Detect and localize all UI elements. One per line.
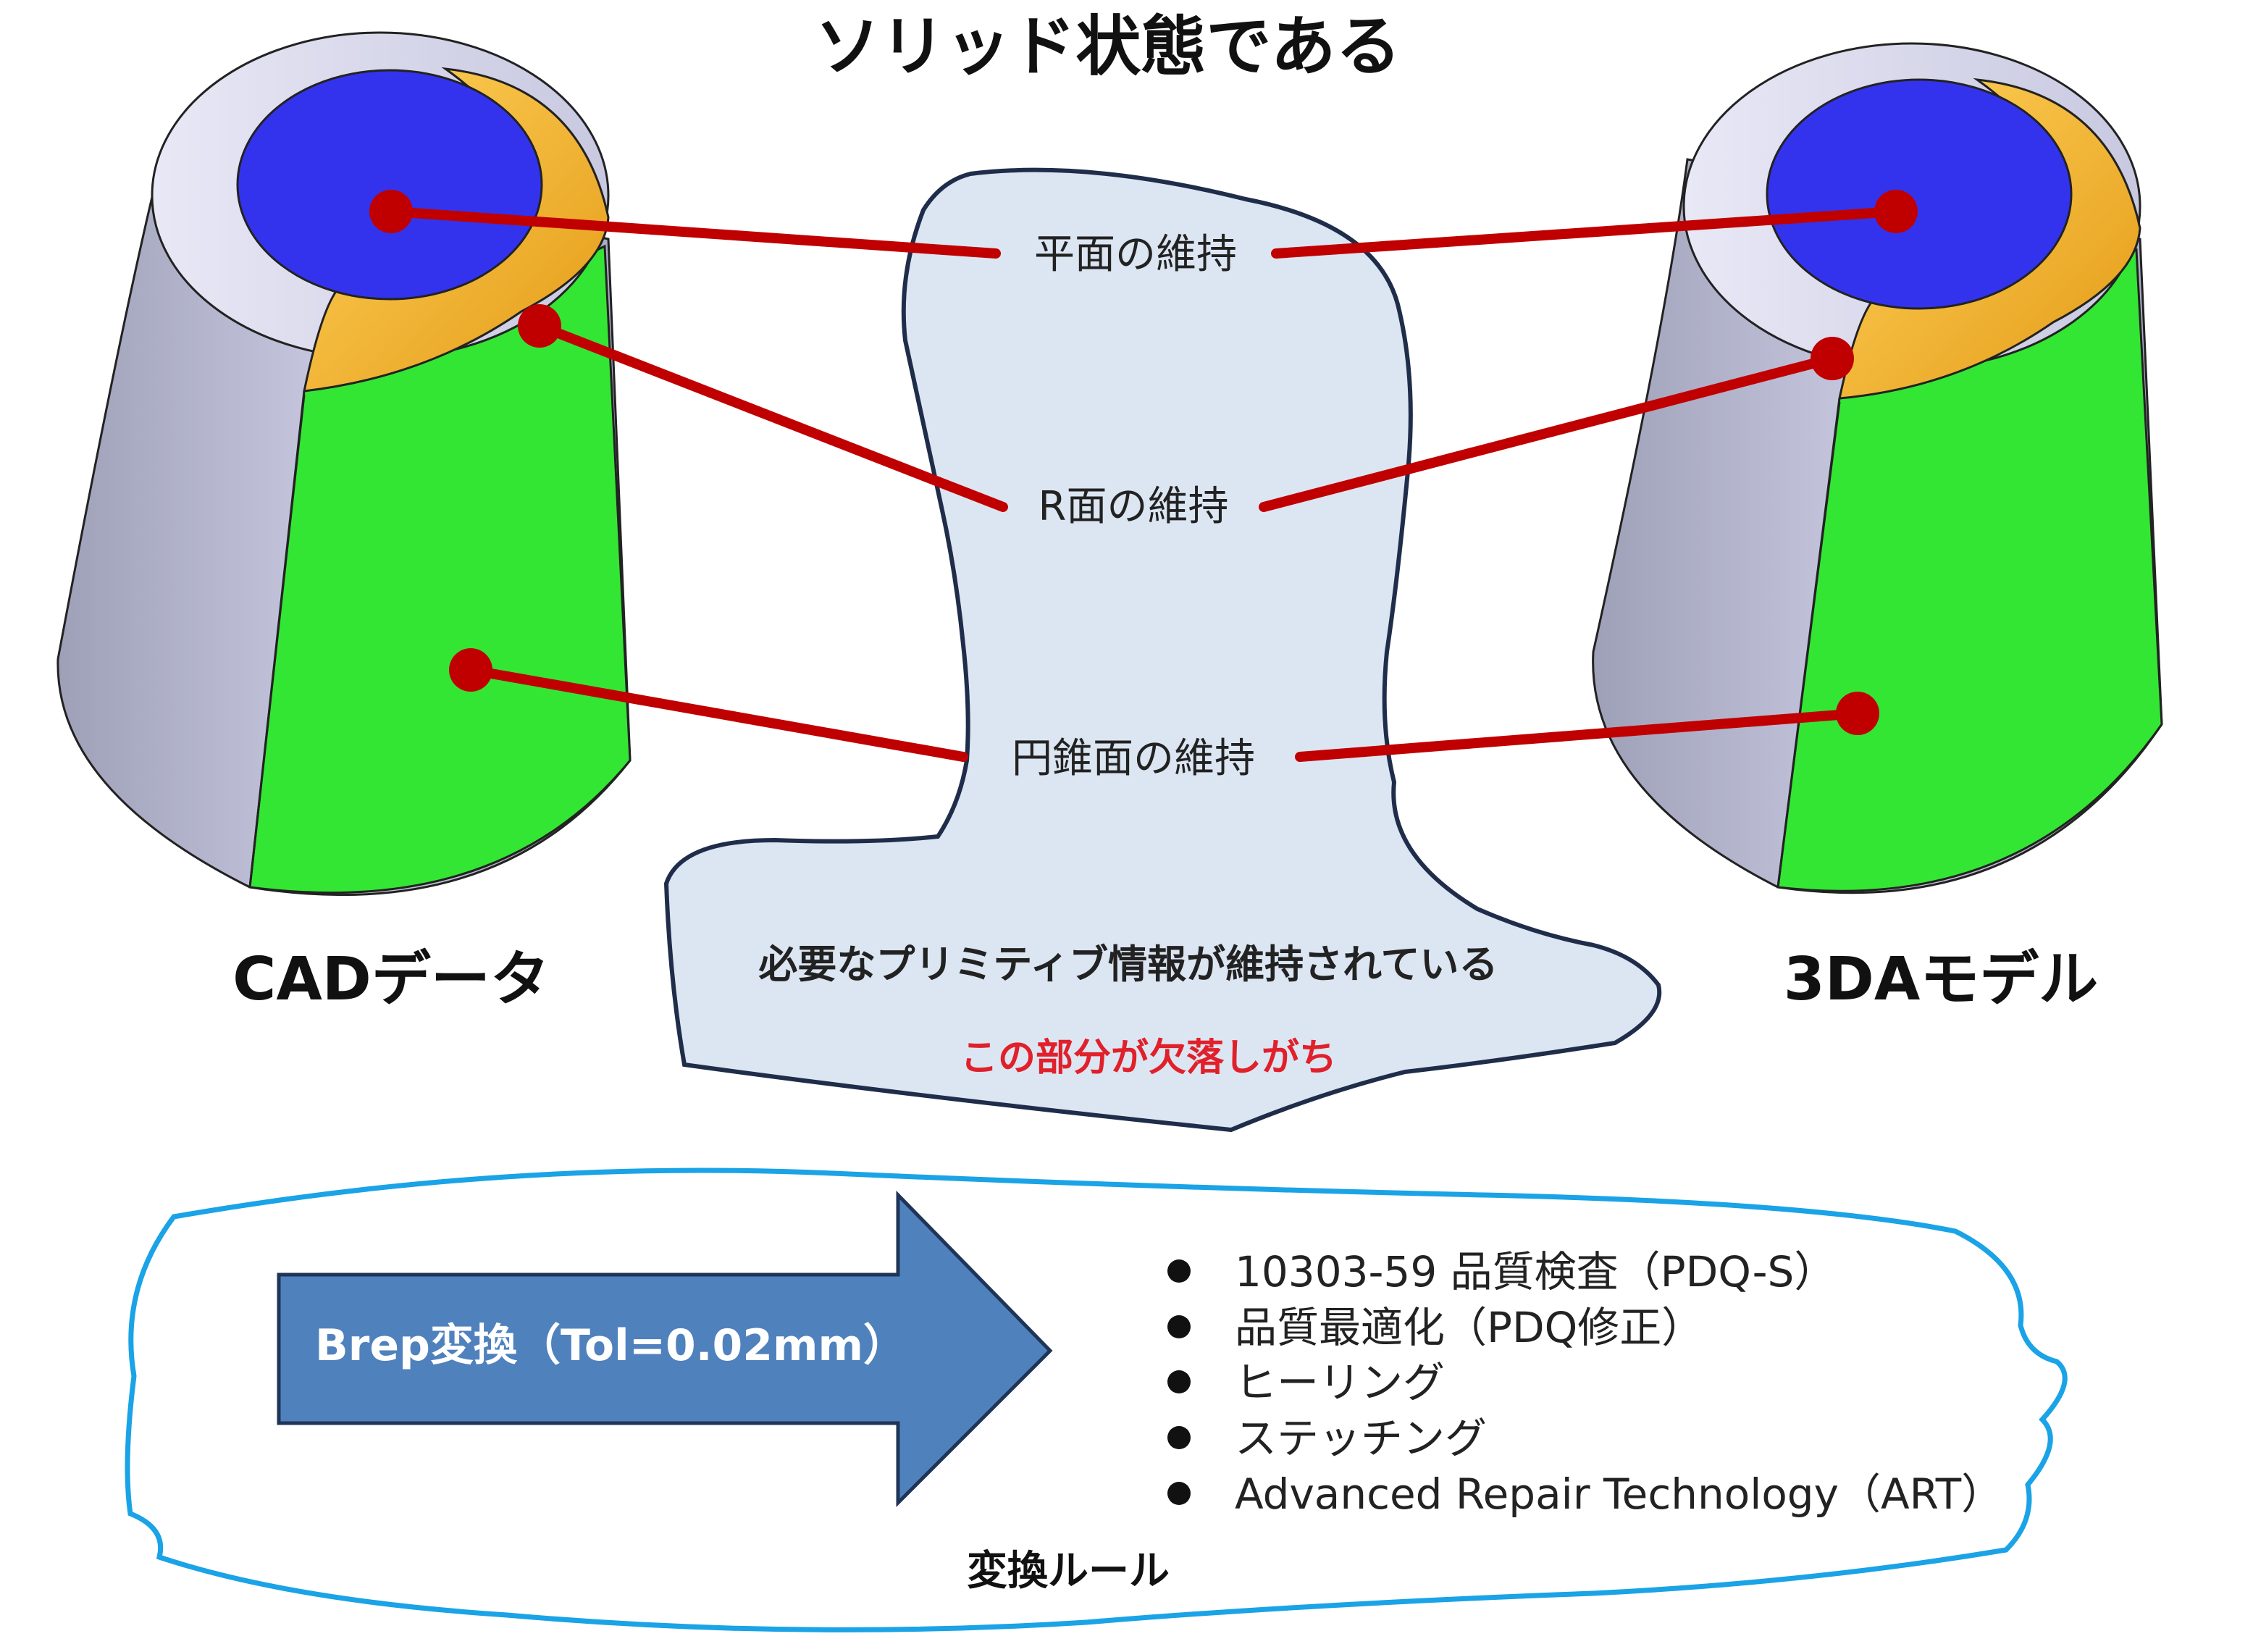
conversion-rule-caption: 変換ルール — [967, 1548, 1170, 1595]
cad-data-label: CADデータ — [232, 945, 550, 1014]
bullet-icon — [1167, 1370, 1191, 1393]
label-plane-preserve: 平面の維持 — [1034, 231, 1237, 278]
label-fillet-preserve: R面の維持 — [1039, 483, 1229, 530]
rule-item: ステッチング — [1235, 1414, 1487, 1463]
list-item: ステッチング — [1167, 1414, 1487, 1463]
bullet-icon — [1167, 1426, 1191, 1449]
rule-item: ヒーリング — [1235, 1358, 1445, 1407]
point-3da-cone — [1836, 692, 1879, 735]
3da-cone-face — [1776, 248, 2163, 892]
cad-model — [56, 31, 632, 897]
bullet-icon — [1167, 1315, 1191, 1338]
connector-plane-left — [386, 206, 1001, 259]
list-item: 品質最適化（PDQ修正） — [1167, 1303, 1703, 1352]
point-cad-fillet — [518, 304, 561, 348]
rules-list: 10303-59 品質検査（PDQ-S） 品質最適化（PDQ修正） ヒーリング … — [1167, 1247, 2003, 1519]
primitive-info-callout — [663, 167, 1662, 1133]
connector-cone-left — [466, 665, 968, 762]
list-item: ヒーリング — [1167, 1358, 1445, 1407]
cad-edge — [248, 394, 306, 888]
3da-model-label: 3DAモデル — [1784, 945, 2099, 1014]
connector-plane-right — [1271, 206, 1901, 259]
connectors — [386, 206, 1901, 762]
bullet-icon — [1167, 1482, 1191, 1505]
connector-endpoints — [369, 190, 1918, 735]
brep-conversion-arrow — [277, 1190, 1053, 1508]
missing-note: この部分が欠落しがち — [960, 1036, 1337, 1080]
cad-cone-face — [248, 244, 632, 894]
point-3da-plane — [1874, 190, 1918, 233]
conversion-rule-frame — [125, 1167, 2068, 1632]
point-cad-plane — [369, 190, 413, 233]
rule-item: Advanced Repair Technology（ART） — [1235, 1469, 2003, 1519]
3da-plane-face — [1766, 78, 2073, 310]
rule-item: 10303-59 品質検査（PDQ-S） — [1235, 1247, 1836, 1296]
bullet-icon — [1167, 1259, 1191, 1283]
page-title: ソリッド状態である — [815, 9, 1401, 85]
rule-item: 品質最適化（PDQ修正） — [1235, 1303, 1703, 1352]
label-cone-preserve: 円錐面の維持 — [1012, 735, 1255, 782]
primitive-note: 必要なプリミティブ情報が維持されている — [758, 942, 1498, 987]
3da-model — [1592, 42, 2163, 894]
point-cad-cone — [449, 648, 492, 692]
connector-fillet-left — [534, 321, 1008, 512]
connector-fillet-right — [1259, 353, 1837, 512]
list-item: 10303-59 品質検査（PDQ-S） — [1167, 1247, 1836, 1296]
3da-edge — [1776, 401, 1841, 888]
brep-conversion-label: Brep変換（Tol=0.02mm） — [315, 1320, 907, 1371]
point-3da-fillet — [1811, 337, 1854, 380]
connector-cone-right — [1295, 708, 1863, 762]
cad-plane-face — [236, 69, 543, 301]
list-item: Advanced Repair Technology（ART） — [1167, 1469, 2003, 1519]
